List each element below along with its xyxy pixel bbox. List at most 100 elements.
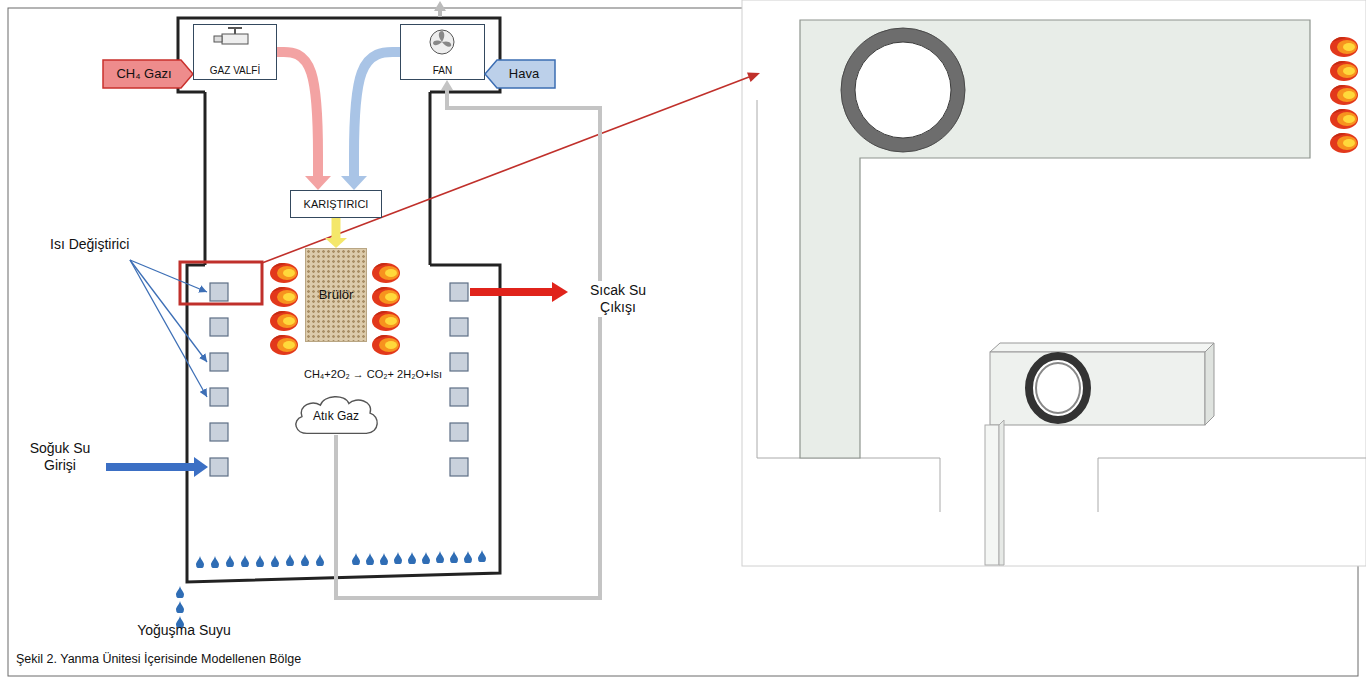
droplet [422, 552, 430, 565]
exchanger-tube [450, 318, 468, 336]
gas-inlet-arrow: CH₄ Gazı [103, 60, 193, 88]
droplet [211, 556, 219, 569]
droplet [196, 556, 204, 569]
tube-ring [855, 42, 951, 138]
exchanger-tube [450, 283, 468, 301]
valve-icon [214, 36, 222, 42]
flame [1330, 37, 1358, 57]
droplet [316, 554, 324, 567]
droplet [271, 555, 279, 568]
mixture-flow-arrow [332, 218, 341, 238]
valve-icon [228, 27, 242, 29]
reaction-equation: CH₄+2O₂ → CO₂+ 2H₂O+Isı [298, 368, 448, 381]
burner-block: Brülör [305, 248, 367, 342]
exchanger-tube [450, 458, 468, 476]
exchanger-tube [210, 458, 228, 476]
exchanger-tube [210, 388, 228, 406]
exchanger-tube [210, 283, 228, 301]
outlet-label: Sıcak Su Çıkışı [578, 281, 658, 317]
hot-water-arrowhead [552, 282, 568, 302]
cloud-shape [296, 397, 377, 434]
node-text: KARIŞTIRICI [304, 198, 369, 211]
droplet [478, 550, 486, 563]
flame [372, 335, 400, 355]
droplet [241, 555, 249, 568]
exchanger-tube [450, 423, 468, 441]
mixer-box: KARIŞTIRICI [290, 190, 382, 218]
flue-gas-cloud: Atık Gaz [290, 392, 382, 436]
plate-3d-side [1205, 343, 1214, 425]
droplet [408, 552, 416, 565]
tube-3d-ring [1029, 356, 1087, 420]
droplet [301, 554, 309, 567]
arrow-shape [103, 60, 193, 88]
exhaust-arrow [438, 10, 442, 17]
droplet [394, 552, 402, 565]
condensate [176, 550, 486, 629]
droplet [366, 553, 374, 566]
control-housing [178, 18, 500, 92]
node-text: FAN [433, 65, 452, 77]
node-text: Brülör [319, 288, 354, 303]
flue-gas-return-line [336, 90, 600, 598]
condensate-label: Yoğuşma Suyu [126, 622, 242, 639]
cold-water-arrow [106, 463, 194, 471]
tube-ring [848, 35, 958, 145]
fan-box: FAN [400, 24, 485, 80]
droplet [464, 551, 472, 564]
exchanger-tube [210, 318, 228, 336]
hot-water-arrow [470, 288, 552, 296]
part-label: Isı Değiştirici [50, 236, 180, 253]
flame [1330, 133, 1358, 153]
air-flow-arrow [354, 52, 400, 176]
flame [270, 311, 298, 331]
tube-3d-ring [1036, 363, 1080, 413]
air-inlet-arrow: Hava [485, 60, 555, 88]
arrow-shape [485, 60, 555, 88]
flame [1330, 109, 1358, 129]
valve-icon [222, 34, 248, 44]
droplet [436, 551, 444, 564]
flame [270, 335, 298, 355]
fan-icon [433, 31, 451, 47]
droplet [176, 586, 184, 599]
node-text: Hava [509, 67, 539, 82]
cold-water-arrowhead [194, 457, 208, 477]
plate-3d-top [990, 343, 1214, 352]
droplet [256, 555, 264, 568]
tube-ring [841, 28, 965, 152]
droplet [450, 551, 458, 564]
leader-line [130, 260, 207, 362]
droplet [226, 555, 234, 568]
plate-3d-leg [985, 425, 999, 565]
tube-bore [855, 42, 951, 138]
flame [372, 263, 400, 283]
droplet [176, 601, 184, 614]
plate-3d-front [990, 352, 1205, 425]
inlet-label: Soğuk Su Girişi [16, 440, 104, 474]
gas-flow-arrow [277, 52, 318, 176]
fan-icon [430, 30, 454, 54]
droplet [380, 553, 388, 566]
duct-wall [204, 92, 207, 265]
flame [372, 311, 400, 331]
exchanger-tube [210, 423, 228, 441]
flame [372, 287, 400, 307]
gas-valve-box: GAZ VALFİ [193, 24, 277, 80]
flame [270, 263, 298, 283]
duct-wall [429, 92, 432, 265]
leader-line [130, 260, 207, 397]
highlight-box [180, 262, 262, 304]
exchanger-tube [450, 353, 468, 371]
flame [1330, 61, 1358, 81]
zoom-pointer-head [747, 73, 760, 82]
zoom-pointer [262, 77, 749, 263]
figure-caption: Şekil 2. Yanma Ünitesi İçerisinde Modell… [16, 652, 301, 667]
detail-panel [742, 0, 1366, 566]
flame [270, 287, 298, 307]
plate-3d-leg [999, 420, 1004, 565]
